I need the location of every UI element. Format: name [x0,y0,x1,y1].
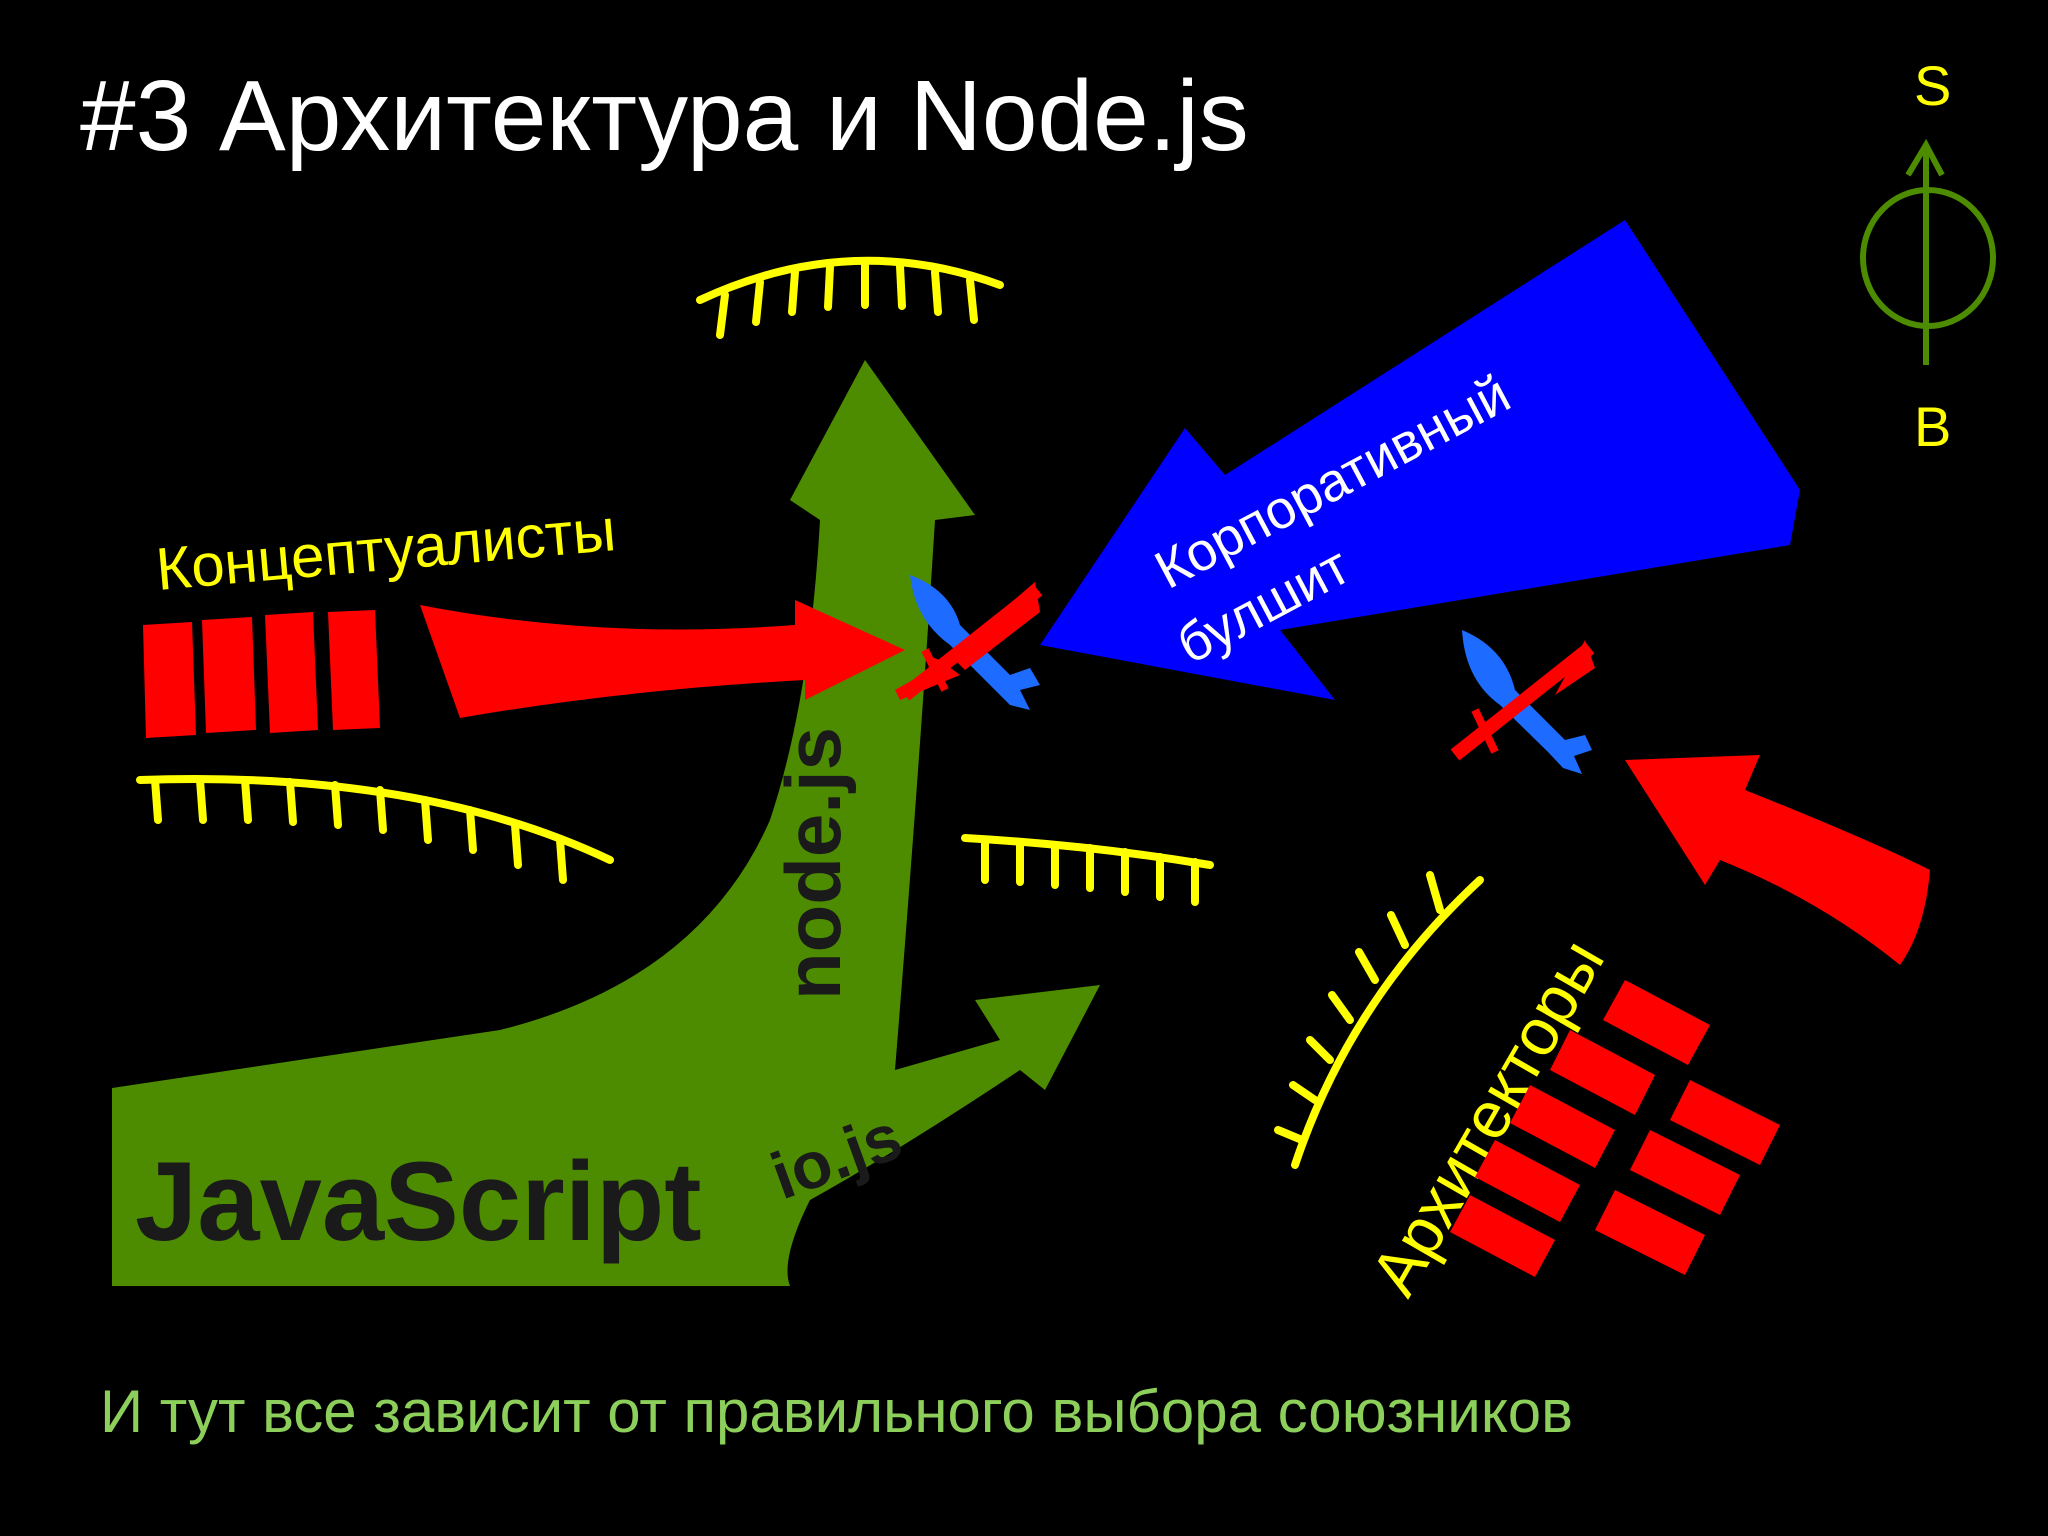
compass-bottom-label: B [1914,395,1951,458]
slide-title: #3 Архитектура и Node.js [80,60,1249,172]
compass-top-label: S [1914,54,1951,117]
unit-block [1450,1195,1555,1277]
hill-left-icon [136,775,614,884]
hill-center-icon [961,834,1214,906]
unit-block [1510,1085,1615,1168]
unit-block [1603,980,1710,1065]
unit-block [1550,1030,1655,1115]
unit-block [143,622,196,738]
green-army: JavaScript node.js io.js [112,360,1100,1286]
architects-arrow-icon [1625,755,1930,965]
unit-block [265,612,318,733]
unit-block [202,617,256,733]
unit-block [1670,1080,1780,1165]
corporate-arrow-shape [1040,220,1800,700]
hill-right-icon [1274,871,1484,1169]
unit-block [1595,1190,1705,1275]
unit-block [1630,1130,1740,1215]
conceptualists-arrow-icon [420,600,905,718]
architects-units [1450,980,1780,1277]
hill-top-icon [696,256,1004,339]
unit-block [1475,1140,1580,1222]
crossed-swords-center-icon [895,575,1043,710]
conceptualists-units [143,610,380,738]
javascript-label: JavaScript [135,1139,702,1264]
corporate-army: Корпоративный булшит [1040,220,1800,700]
crossed-swords-right-icon [1450,630,1595,774]
compass: S B [1860,54,1996,458]
compass-arrow-icon [1905,138,1945,177]
unit-block [328,610,380,730]
slide-footer: И тут все зависит от правильного выбора … [100,1378,1573,1445]
terrain-marks [136,256,1484,1169]
nodejs-label: node.js [769,727,857,1000]
green-army-shape [112,360,1100,1286]
